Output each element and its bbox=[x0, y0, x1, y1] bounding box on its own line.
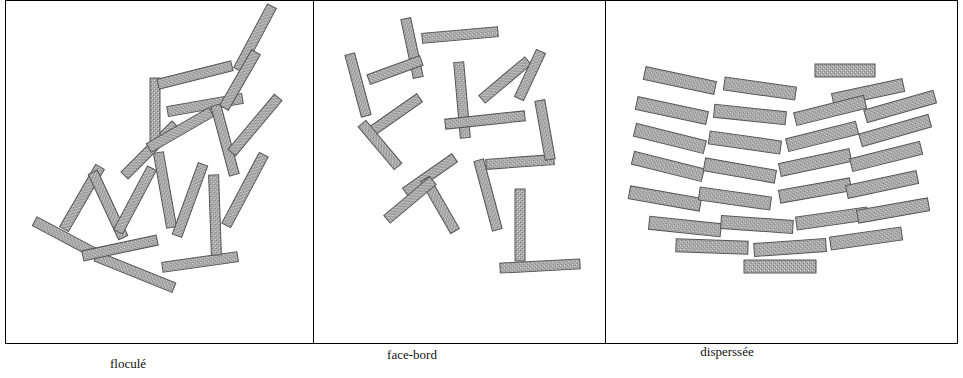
clay-particle bbox=[146, 108, 213, 153]
clay-particle bbox=[643, 67, 716, 95]
arrangement-label: disperssée bbox=[700, 344, 753, 360]
clay-particle bbox=[368, 94, 423, 137]
clay-particle bbox=[209, 175, 222, 255]
arrangement-label: floculé bbox=[110, 356, 146, 372]
arrangement-label: face-bord bbox=[387, 347, 437, 363]
clay-particle bbox=[114, 166, 157, 234]
clay-particle bbox=[211, 104, 239, 176]
clay-particle bbox=[703, 158, 776, 183]
clay-particle bbox=[384, 177, 436, 223]
clay-particle bbox=[744, 260, 816, 273]
clay-particle bbox=[172, 163, 207, 238]
dispersed-particles bbox=[628, 64, 936, 273]
clay-particle bbox=[723, 77, 796, 100]
clay-particle bbox=[367, 56, 423, 85]
clay-particle bbox=[535, 100, 555, 161]
flocculated-particles bbox=[32, 4, 282, 293]
edge-face-particles bbox=[345, 18, 580, 273]
clay-particle bbox=[779, 178, 852, 203]
clay-particle bbox=[153, 152, 176, 229]
clay-particle bbox=[631, 151, 704, 181]
clay-particle bbox=[162, 252, 239, 272]
clay-particle bbox=[474, 159, 502, 231]
panel-divider bbox=[313, 0, 314, 343]
clay-particle bbox=[815, 64, 875, 77]
panel-frame bbox=[6, 0, 958, 344]
clay-particle bbox=[515, 189, 525, 261]
clay-particle bbox=[721, 216, 794, 234]
clay-particle bbox=[445, 111, 526, 129]
clay-particle bbox=[500, 259, 580, 273]
clay-particle bbox=[220, 50, 261, 110]
clay-particle bbox=[648, 216, 721, 236]
clay-particle bbox=[633, 123, 706, 153]
clay-particle bbox=[846, 171, 919, 199]
clay-particle bbox=[157, 61, 233, 89]
clay-particle bbox=[676, 239, 748, 255]
panel-divider bbox=[605, 0, 606, 343]
clay-particle bbox=[635, 97, 708, 125]
clay-particle bbox=[228, 94, 282, 156]
clay-particle bbox=[358, 120, 402, 169]
clay-particle bbox=[422, 27, 499, 44]
clay-particle bbox=[713, 104, 786, 124]
clay-particle bbox=[786, 121, 859, 151]
clay-particle bbox=[486, 155, 555, 170]
clay-particle bbox=[708, 131, 781, 154]
clay-particle bbox=[850, 141, 923, 171]
clay-particle bbox=[698, 187, 771, 210]
clay-particle bbox=[754, 239, 827, 257]
frame-outline bbox=[6, 1, 958, 344]
clay-particle bbox=[628, 186, 701, 211]
clay-particle bbox=[830, 227, 903, 250]
clay-particle bbox=[150, 78, 160, 146]
clay-particle bbox=[345, 53, 371, 117]
clay-particle bbox=[857, 198, 930, 223]
clay-particle bbox=[859, 114, 932, 146]
clay-particle bbox=[779, 149, 852, 177]
clay-particle bbox=[514, 49, 545, 100]
